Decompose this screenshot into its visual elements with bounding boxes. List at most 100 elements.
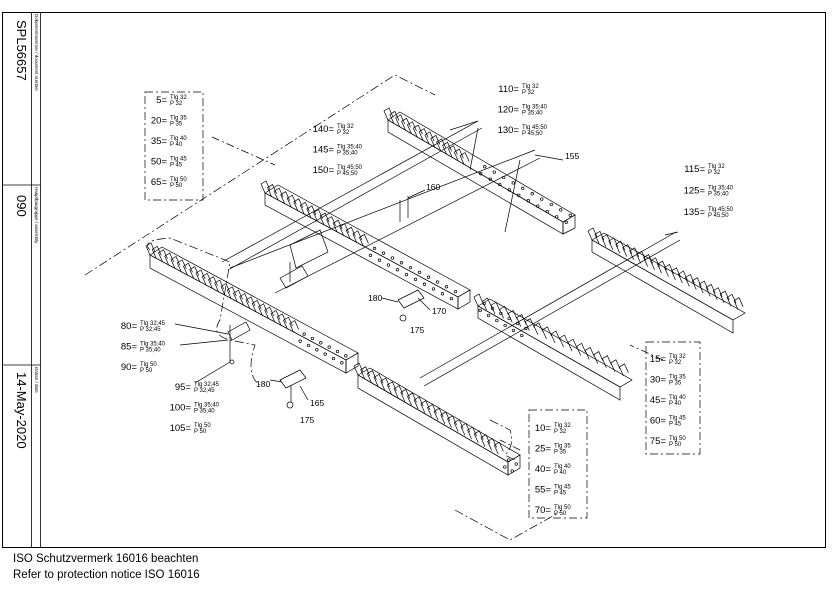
rack-tooth xyxy=(220,282,231,296)
plate-hole xyxy=(536,204,540,208)
rack-tooth xyxy=(233,289,243,303)
rack-tooth xyxy=(436,138,447,151)
rack-tooth xyxy=(541,326,552,340)
rack-tooth xyxy=(183,262,193,276)
rack-tooth xyxy=(664,263,674,277)
leader xyxy=(174,323,229,335)
rack-tooth xyxy=(453,419,464,432)
callout-160: 160 xyxy=(426,182,440,192)
rack-tooth xyxy=(712,287,723,300)
legend-right-p: P 45 xyxy=(669,422,682,428)
rack-tooth xyxy=(366,370,377,383)
plate-hole xyxy=(399,261,404,265)
part-group-top-center-tlg: Tlg 35;40 xyxy=(337,145,363,151)
part-group-top-center-key: 145= xyxy=(313,145,335,156)
washer xyxy=(229,359,235,365)
part-group-bottom-left-tlg: Tlg 50 xyxy=(194,423,211,429)
rack-tooth xyxy=(313,208,323,222)
callout-180: 180 xyxy=(368,293,382,303)
legend-topleft-tlg: Tlg 35 xyxy=(170,116,187,122)
leader xyxy=(664,231,679,236)
rail-middle xyxy=(274,157,541,294)
rack-tooth xyxy=(251,299,262,313)
rack-tooth xyxy=(467,426,477,440)
plate-hole xyxy=(381,251,386,255)
leader-dash xyxy=(211,136,276,166)
rack-tooth xyxy=(151,245,162,259)
rail-upper-left xyxy=(227,127,483,271)
legend-right-tlg: Tlg 35 xyxy=(669,375,686,381)
legend-topleft-tlg: Tlg 50 xyxy=(170,177,187,183)
plate-hole xyxy=(521,186,525,190)
leader xyxy=(449,120,479,131)
plate-hole xyxy=(483,165,487,169)
plate-hole xyxy=(564,220,568,224)
rack-tooth xyxy=(482,297,492,311)
plate-hole xyxy=(327,345,331,349)
plate-hole xyxy=(444,285,449,289)
leader xyxy=(194,361,231,384)
rack-tooth xyxy=(719,290,730,304)
document-number-caption: Dokumentnummer / document number xyxy=(34,14,39,92)
plate-hole xyxy=(515,321,520,326)
legend-right-tlg: Tlg 50 xyxy=(669,436,686,442)
rack-tooth xyxy=(427,403,437,417)
rail-lower xyxy=(419,231,677,379)
leader xyxy=(417,297,431,311)
legend-topleft-key: 50= xyxy=(151,157,168,168)
sweep-outline-left xyxy=(147,237,261,386)
plate-hole xyxy=(331,356,336,361)
rack-tooth xyxy=(245,296,256,310)
part-group-top-center-key: 150= xyxy=(313,165,335,176)
plate-hole xyxy=(479,172,483,176)
rack-tooth xyxy=(273,187,284,201)
rack-tooth xyxy=(170,255,181,269)
legend-box-bottom-center xyxy=(528,409,588,519)
rack-tooth xyxy=(447,415,457,428)
rack-tooth xyxy=(352,230,363,244)
rack-tooth xyxy=(280,191,291,204)
legend-topleft-tlg: Tlg 45 xyxy=(170,157,187,163)
rack-tooth xyxy=(567,338,578,352)
leader xyxy=(407,189,426,199)
legend-right-key: 75= xyxy=(650,436,667,447)
legend-right-tlg: Tlg 32 xyxy=(669,354,686,360)
plate-hole xyxy=(310,336,315,341)
plate-hole xyxy=(507,458,511,462)
plate-hole xyxy=(524,326,528,331)
plate-hole xyxy=(340,361,344,365)
bracket xyxy=(289,229,329,269)
bracket xyxy=(279,265,309,289)
rack-tooth xyxy=(258,303,268,316)
part-group-left-tlg: Tlg 50 xyxy=(140,362,157,368)
rack-tooth xyxy=(195,269,206,283)
part-group-left-p: P 50 xyxy=(140,368,153,374)
part-group-left-p: P 32;45 xyxy=(140,327,161,333)
rack-tooth xyxy=(319,212,330,226)
rack-tooth xyxy=(650,257,660,271)
part-group-left-key: 90= xyxy=(121,362,138,373)
legend-topleft-key: 65= xyxy=(151,177,168,188)
assembly-boundary-outline xyxy=(84,74,436,276)
rack-tooth xyxy=(601,355,612,368)
plate-hole xyxy=(492,170,496,174)
rack-tooth xyxy=(406,121,417,134)
callout-170: 170 xyxy=(432,306,446,316)
clamp-plate xyxy=(397,289,425,309)
plate-hole xyxy=(488,177,492,181)
rack-tooth xyxy=(407,392,417,406)
plate-hole xyxy=(490,306,495,311)
part-group-top-center-tlg: Tlg 45;50 xyxy=(337,165,363,171)
plate-hole xyxy=(386,263,391,267)
part-group-top-right-tlg: Tlg 45;50 xyxy=(522,125,548,131)
rack-tooth xyxy=(698,280,709,294)
plate-hole xyxy=(511,328,516,333)
legend-topleft-tlg: Tlg 32 xyxy=(170,95,187,101)
legend-right-p: P 35 xyxy=(669,381,682,387)
legend-topleft-p: P 35 xyxy=(170,122,183,128)
rack-tooth xyxy=(360,366,371,379)
rack-tooth xyxy=(559,334,569,348)
legend-bottom-center-tlg: Tlg 35 xyxy=(554,444,571,450)
rack-tooth xyxy=(618,363,629,377)
legend-topleft-key: 20= xyxy=(151,116,168,127)
